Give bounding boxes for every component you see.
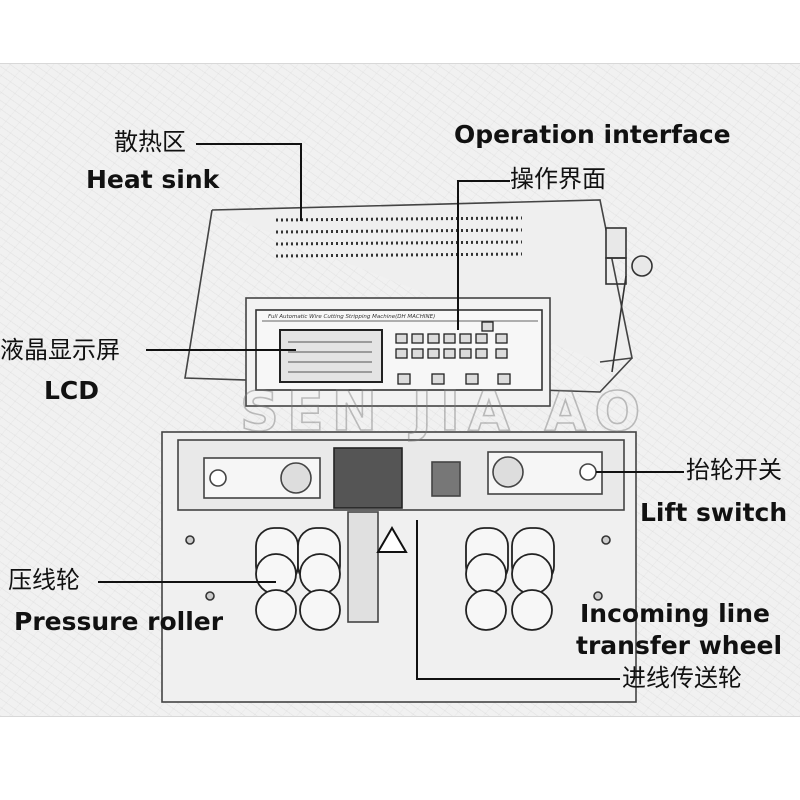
heat-sink-label-cn: 散热区: [114, 128, 186, 156]
incoming-line-leader-h: [418, 678, 620, 680]
pressure-regulator: [605, 227, 653, 373]
right-rollers: [465, 527, 555, 631]
pressure-roller-leader: [98, 581, 276, 583]
lift-switch-label-cn: 抬轮开关: [686, 456, 782, 484]
lift-switch-leader: [596, 471, 684, 473]
operation-interface-label-cn: 操作界面: [510, 165, 606, 193]
lcd-leader: [146, 349, 296, 351]
lcd-screen: [279, 329, 383, 383]
incoming-line-leader-v: [416, 520, 418, 680]
operation-interface-leader-v: [457, 180, 459, 330]
left-rollers: [255, 527, 341, 631]
pressure-roller-label-cn: 压线轮: [8, 566, 80, 594]
pressure-roller-label-en: Pressure roller: [14, 607, 224, 636]
warning-sign: [376, 526, 408, 553]
lift-switch-label-en: Lift switch: [640, 498, 788, 527]
lcd-label-en: LCD: [44, 376, 100, 405]
panel-title: Full Automatic Wire Cutting Stripping Ma…: [268, 314, 435, 320]
watermark: SEN JIA AO: [240, 380, 648, 443]
lcd-label-cn: 液晶显示屏: [0, 336, 120, 364]
keypad: [395, 321, 511, 385]
incoming-line-label-cn: 进线传送轮: [622, 664, 742, 692]
heat-sink-label-en: Heat sink: [86, 165, 220, 194]
incoming-line-label-en-2: transfer wheel: [576, 631, 783, 660]
heat-sink-leader-v: [300, 143, 302, 221]
lift-switch: [579, 463, 597, 481]
heat-sink-leader-h: [196, 143, 302, 145]
operation-interface-label-en: Operation interface: [454, 120, 731, 149]
heat-sink-vents: [275, 216, 523, 258]
operation-interface-leader-h: [458, 180, 510, 182]
blade-block: [333, 447, 403, 509]
incoming-line-label-en-1: Incoming line: [580, 599, 771, 628]
